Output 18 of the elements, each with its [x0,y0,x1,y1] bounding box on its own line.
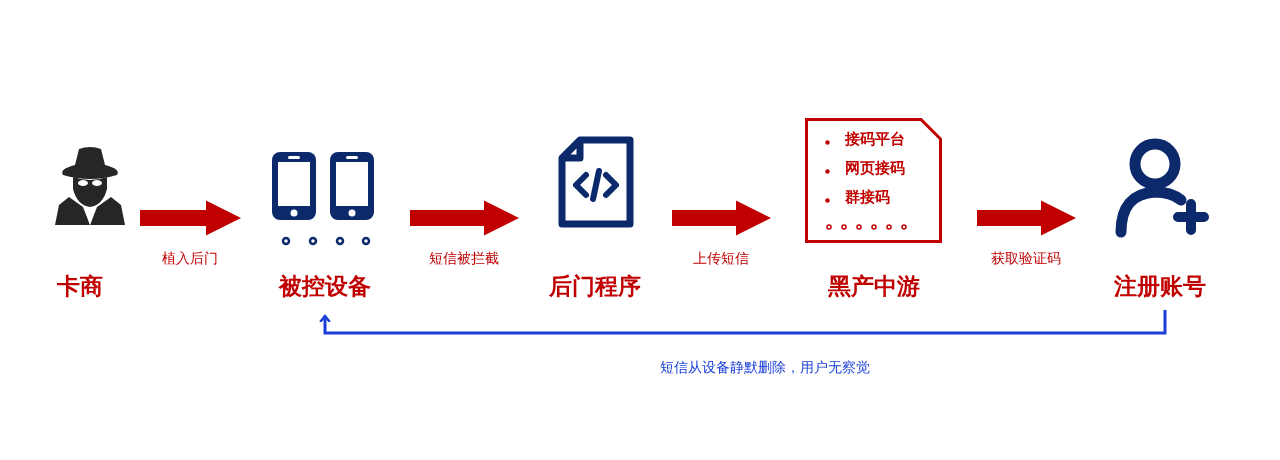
edge-label: 短信从设备静默删除，用户无察觉 [658,359,872,377]
block-arrow [140,200,242,236]
node-label: 黑产中游 [826,272,921,301]
edge-label: 获取验证码 [989,250,1063,268]
edge-label: 上传短信 [691,250,751,268]
node-label: 被控设备 [277,272,372,301]
bullet-item: 群接码 [845,188,890,207]
edge-label: 植入后门 [160,250,220,268]
bullet-item: 接码平台 [845,130,905,149]
edge-label: 短信被拦截 [427,250,501,268]
node-label: 卡商 [56,272,104,301]
connector-arrow [319,310,1167,335]
node-label: 注册账号 [1113,272,1207,301]
block-arrow [410,200,520,236]
block-arrow [977,200,1077,236]
bullet-item: 网页接码 [845,159,905,178]
node-label: 后门程序 [548,272,642,301]
block-arrow [672,200,772,236]
